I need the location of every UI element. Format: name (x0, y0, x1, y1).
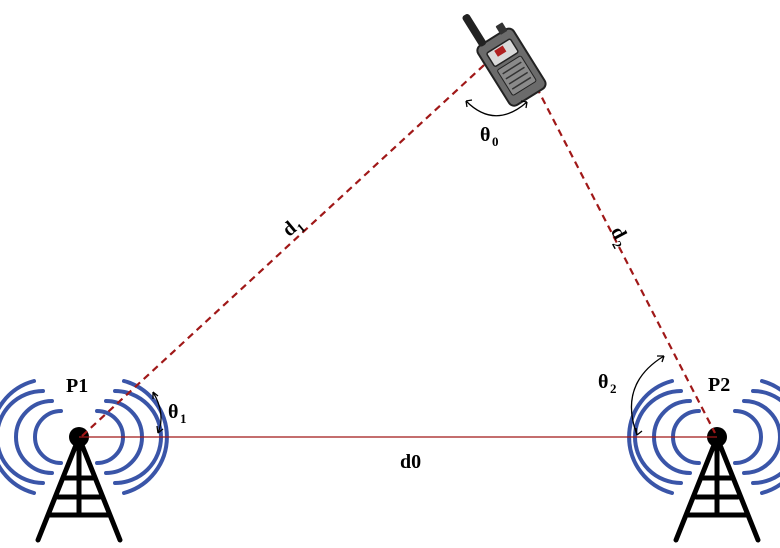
radio-tower-icon (673, 442, 761, 543)
svg-text:0: 0 (492, 134, 499, 149)
distance-label-d1: d 1 (278, 217, 308, 241)
svg-text:θ: θ (480, 124, 490, 146)
svg-text:θ: θ (598, 371, 608, 393)
dashed-line-d1 (81, 54, 496, 437)
angle-arc-theta2 (630, 355, 665, 436)
walkie-talkie-icon (462, 14, 547, 107)
distance-label-d0: d0 (400, 451, 421, 473)
dashed-line-d2 (519, 54, 716, 434)
station-label-p1: P1 (66, 375, 88, 397)
angle-label-theta0: θ 0 (480, 124, 499, 149)
svg-text:1: 1 (180, 411, 187, 426)
signal-waves-left (0, 379, 169, 495)
svg-text:θ: θ (168, 401, 178, 423)
radio-tower-icon (35, 442, 123, 543)
svg-text:2: 2 (610, 381, 617, 396)
angle-arc-theta0 (465, 99, 528, 117)
angle-label-theta2: θ 2 (598, 371, 617, 396)
station-label-p2: P2 (708, 374, 730, 396)
angle-arc-theta1 (152, 391, 164, 434)
angle-label-theta1: θ 1 (168, 401, 187, 426)
